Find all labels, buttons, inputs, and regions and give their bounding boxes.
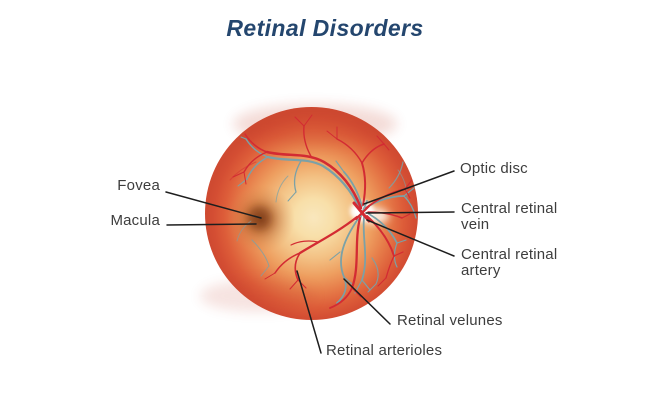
label-optic-disc: Optic disc: [460, 160, 528, 177]
label-central-retinal-vein: Central retinal vein: [461, 200, 558, 233]
label-retinal-arterioles: Retinal arterioles: [326, 342, 443, 359]
leader-optic-disc: [363, 170, 455, 205]
leader-fovea: [165, 191, 262, 219]
label-central-retinal-artery: Central retinal artery: [461, 246, 558, 279]
label-fovea: Fovea: [117, 177, 160, 194]
leader-central-retinal-artery: [366, 219, 455, 257]
macula-spot: [227, 185, 295, 253]
label-macula: Macula: [110, 212, 160, 229]
leader-macula: [166, 223, 257, 226]
leader-lines: [165, 170, 455, 354]
leader-retinal-velunes: [343, 278, 391, 325]
leader-retinal-arterioles: [296, 270, 322, 354]
label-retinal-velunes: Retinal velunes: [397, 312, 503, 329]
page-title: Retinal Disorders: [226, 15, 424, 41]
leader-central-retinal-vein: [365, 211, 455, 214]
retinal-veins: [236, 136, 417, 304]
retinal-arteries: [229, 114, 413, 309]
